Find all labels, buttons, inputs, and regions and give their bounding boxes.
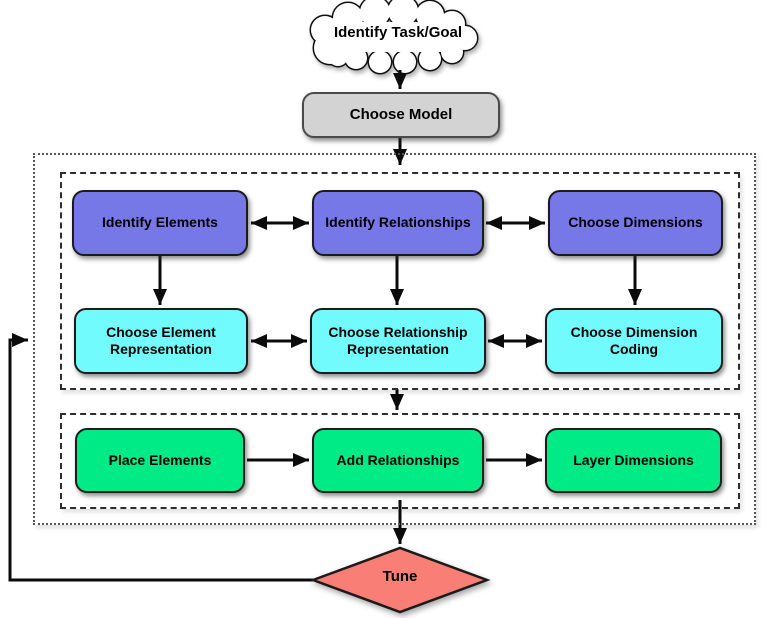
node-choose-model: Choose Model — [302, 92, 500, 138]
design-build-outer-container — [33, 153, 756, 525]
node-identify-task-goal: Identify Task/Goal — [333, 24, 463, 41]
node-choose-relationship-representation: Choose Relationship Representation — [310, 308, 486, 374]
node-place-elements: Place Elements — [75, 428, 245, 493]
node-layer-dimensions: Layer Dimensions — [545, 428, 722, 493]
node-identify-elements: Identify Elements — [72, 190, 248, 256]
design-stage-container — [60, 172, 740, 390]
node-identify-relationships: Identify Relationships — [312, 190, 484, 256]
node-tune: Tune — [382, 568, 418, 585]
node-choose-element-representation: Choose Element Representation — [74, 308, 248, 374]
node-add-relationships: Add Relationships — [312, 428, 484, 493]
node-choose-dimension-coding: Choose Dimension Coding — [545, 308, 723, 374]
build-stage-container — [60, 413, 740, 509]
node-choose-dimensions: Choose Dimensions — [548, 190, 723, 256]
